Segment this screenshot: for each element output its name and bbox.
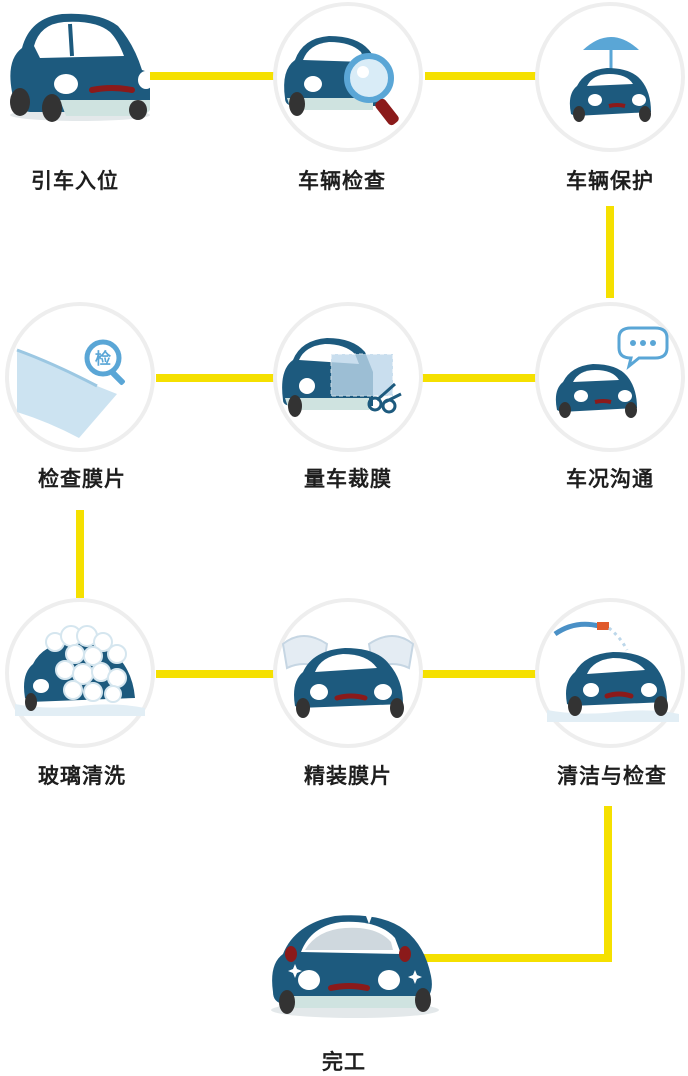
film-icon-glyph: 检: [95, 349, 111, 368]
car-film-install-icon: [281, 635, 415, 718]
connector-5-6: [421, 374, 539, 382]
car-front-icon: [10, 13, 150, 122]
step-install: [273, 598, 423, 748]
step-glass-wash: [5, 598, 155, 748]
step-film-check: 检: [5, 302, 155, 452]
car-magnifier-icon: [284, 36, 399, 126]
connector-3-6: [606, 206, 614, 298]
connector-1-2: [148, 72, 280, 80]
step-label-cut-film: 量车裁膜: [304, 467, 392, 491]
step-label-protect: 车辆保护: [566, 169, 654, 193]
connector-2-3: [425, 72, 543, 80]
car-scissors-icon: [282, 338, 402, 417]
step-label-film-check: 检查膜片: [38, 467, 126, 491]
car-hose-icon: [547, 621, 679, 722]
step-label-inspect: 车辆检查: [298, 169, 386, 193]
step-label-install: 精装膜片: [304, 764, 392, 788]
film-inspect-icon: 检: [16, 339, 125, 438]
step-label-done: 完工: [322, 1050, 366, 1074]
step-label-clean-check: 清洁与检查: [557, 764, 667, 788]
step-protect: [535, 2, 685, 152]
car-chat-icon: [555, 326, 669, 418]
step-park: [0, 0, 150, 150]
step-communicate: [535, 302, 685, 452]
car-sparkle-icon: [271, 902, 439, 1018]
step-cut-film: [273, 302, 423, 452]
connector-9-10-horizontal: [418, 954, 612, 962]
connector-8-9: [421, 670, 539, 678]
step-done: [265, 880, 445, 1030]
car-umbrella-icon: [569, 37, 651, 122]
step-inspect: [273, 2, 423, 152]
connector-7-8: [156, 670, 276, 678]
step-label-glass-wash: 玻璃清洗: [38, 764, 126, 788]
step-label-communicate: 车况沟通: [566, 467, 654, 491]
connector-4-5: [156, 374, 276, 382]
step-label-park: 引车入位: [31, 169, 119, 193]
car-foam-icon: [15, 625, 145, 716]
connector-9-10-vertical: [604, 806, 612, 962]
step-clean-check: [535, 598, 685, 748]
connector-4-7: [76, 510, 84, 598]
